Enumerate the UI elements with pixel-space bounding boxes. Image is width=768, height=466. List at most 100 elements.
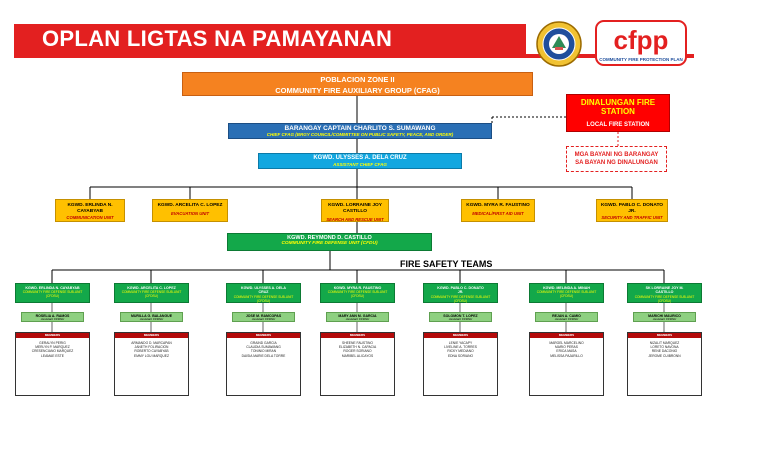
member: EMMY LOU MARQUEZ [134, 353, 169, 358]
unit-box-communication: KGWD. ERLINDA N. CAYABYAB COMMUNICATION … [55, 199, 125, 222]
unit-name: KGWD. ERLINDA N. [67, 203, 113, 208]
captain-box: BARANGAY CAPTAIN CHARLITO S. SUMAWANG CH… [228, 123, 492, 139]
unit-box-security: KGWD. PABLO C. DONATO JR. SECURITY AND T… [596, 199, 668, 222]
member: ROGER SORIANO [343, 349, 372, 354]
unit-role: COMMUNICATION UNIT [66, 215, 114, 220]
captain-role: CHIEF CFAG (BRGY COUNCIL/COMMITTEE ON PU… [266, 132, 454, 137]
team-head: KGWD. ERLINDA N. CAYABYAB COMMUNITY FIRE… [15, 283, 90, 303]
team-unit: COMMUNITY FIRE DEFENSE SUB-UNIT (CFDSU) [536, 290, 597, 299]
member: JEROME CUIBRONN [648, 353, 681, 358]
cfdu-box: KGWD. REYMOND D. CASTILLO COMMUNITY FIRE… [227, 233, 432, 251]
title-underline [14, 54, 694, 58]
member: ELIZABETH N. CAPACIA [338, 345, 377, 350]
members-header: MEMBERS [321, 333, 394, 338]
team-2: KGWD. ARCELITA C. LOPEZ COMMUNITY FIRE D… [114, 283, 189, 396]
member: LORETO NAVONA [650, 345, 679, 350]
member: GRAIND GARCIA [250, 341, 277, 345]
team-unit: COMMUNITY FIRE DEFENSE SUB-UNIT (CFDSU) [634, 294, 695, 303]
member: MELISSA PAJARILLO [550, 353, 583, 358]
team-head-name: SK LORRAINE JOY M. [645, 286, 684, 290]
members-header: MEMBERS [227, 333, 300, 338]
member: MARIBEL ALICAYOS [341, 353, 374, 358]
team-head: KGWD. ARCELITA C. LOPEZ COMMUNITY FIRE D… [114, 283, 189, 303]
team-unit: COMMUNITY FIRE DEFENSE SUB-UNIT (CFDSU) [430, 294, 491, 303]
team-4: KGWD. MYRA R. FAUSTINO COMMUNITY FIRE DE… [320, 283, 395, 396]
assistant-role: Assistant CFDSU [251, 317, 276, 321]
team-6: KGWD. MELINDA A. MINAH COMMUNITY FIRE DE… [529, 283, 604, 396]
team-5: KGWD. PABLO C. DONATO JR. COMMUNITY FIRE… [423, 283, 498, 396]
team-head-name-line2: CRUZ [258, 290, 269, 295]
member: JANETH FOLIRACION [134, 345, 169, 350]
assistant-name: MARICHI MAURICO [648, 314, 681, 318]
assistant-chief-box: KGWD. ULYSSES A. DELA CRUZ ASSISTANT CHI… [258, 153, 462, 169]
team-members: MEMBERS LENIE YACAPY LIVELINE A. TORRES … [423, 332, 498, 396]
cfdu-name: KGWD. REYMOND D. CASTILLO [287, 235, 372, 241]
assistant-chief-role: ASSISTANT CHIEF CFAG [333, 162, 387, 167]
captain-name: BARANGAY CAPTAIN CHARLITO S. SUMAWANG [284, 125, 436, 132]
team-assistant: MARICHI MAURICO Assistant CFDSU [633, 312, 696, 322]
member: EDNA SORIANO [447, 353, 474, 358]
assistant-name: SOLOMON T. LOPEZ [443, 314, 478, 318]
unit-role: MEDICAL/FIRST AID UNIT [472, 211, 524, 216]
unit-box-medical: KGWD. MYRA R. FAUSTINO MEDICAL/FIRST AID… [461, 199, 535, 222]
assistant-chief-name: KGWD. ULYSSES A. DELA CRUZ [313, 155, 407, 161]
member: MARGEL MARCELINO [549, 341, 584, 345]
members-header: MEMBERS [424, 333, 497, 338]
member: CRESENCIANO MARQUEZ [31, 349, 74, 354]
member: GERALYN PERIG [39, 341, 66, 345]
unit-role: SEARCH AND RESCUE UNIT [326, 217, 384, 222]
bayani-line1: MGA BAYANI NG BARANGAY [574, 152, 659, 158]
team-head: KGWD. ULYSSES A. DELA CRUZ COMMUNITY FIR… [226, 283, 301, 303]
team-head: KGWD. MELINDA A. MINAH COMMUNITY FIRE DE… [529, 283, 604, 303]
members-header: MEMBERS [628, 333, 701, 338]
fire-safety-teams-title: FIRE SAFETY TEAMS [400, 259, 493, 269]
team-assistant: JOSE M. RAMCOPAS Assistant CFDSU [232, 312, 295, 322]
svg-text:COMMUNITY FIRE PROTECTION PLAN: COMMUNITY FIRE PROTECTION PLAN [599, 57, 682, 62]
assistant-role: Assistant CFDSU [40, 317, 65, 321]
team-assistant: MURILLA G. BALANGUE Assistant CFDSU [120, 312, 183, 322]
title-banner [14, 24, 526, 54]
team-assistant: MARY ANN M. GARCIA Assistant CFDSU [326, 312, 389, 322]
member: LEAMAE ESTE [41, 353, 64, 358]
team-7: SK LORRAINE JOY M. CASTILLO COMMUNITY FI… [627, 283, 702, 396]
zone-name: POBLACION ZONE II [320, 75, 395, 84]
team-head-name: KGWD. MYRA R. FAUSTINO [333, 286, 382, 290]
unit-box-evacuation: KGWD. ARCELITA C. LOPEZ EVACUATION UNIT [152, 199, 228, 222]
team-members: MEMBERS ARMANDO D. MARCAPAN JANETH FOLIR… [114, 332, 189, 396]
member: ERICA MASA [556, 349, 577, 354]
team-head-name: KGWD. PABLO C. DONATO [437, 286, 484, 290]
unit-role: SECURITY AND TRAFFIC UNIT [601, 215, 663, 220]
member: MARIO PERAS [555, 345, 578, 350]
assistant-name: REJAN A. CAMIO [552, 314, 581, 318]
assistant-role: Assistant CFDSU [139, 317, 164, 321]
member: LENIE YACAPY [448, 341, 473, 345]
svg-text:cfpp: cfpp [614, 25, 669, 55]
member: RENE DACONIO [651, 349, 678, 354]
member: DAISIA MARIE DELA TORRE [241, 353, 286, 358]
unit-name: KGWD. ARCELITA C. LOPEZ [157, 203, 223, 208]
unit-role: EVACUATION UNIT [171, 211, 209, 216]
member: LIVELINE A. TORRES [444, 345, 477, 350]
assistant-role: Assistant CFDSU [448, 317, 473, 321]
members-header: MEMBERS [16, 333, 89, 338]
cfag-name: COMMUNITY FIRE AUXILIARY GROUP (CFAG) [275, 86, 440, 95]
assistant-name: MURILLA G. BALANGUE [130, 314, 173, 318]
member: CLAUDIA SUMAWANG [246, 345, 281, 350]
assistant-name: JOSE M. RAMCOPAS [245, 314, 282, 318]
assistant-role: Assistant CFDSU [554, 317, 579, 321]
bayani-box: MGA BAYANI NG BARANGAY SA BAYAN NG DINAL… [566, 146, 667, 172]
member: SHEENE FAUSTINO [342, 341, 373, 345]
team-assistant: ROSELIA A. RAMOS Assistant CFDSU [21, 312, 84, 322]
unit-box-search-rescue: KGWD. LORRAINE JOY CASTILLO SEARCH AND R… [321, 199, 389, 222]
member: TONINIO MIRAN [250, 349, 277, 354]
page-title: OPLAN LIGTAS NA PAMAYANAN [42, 26, 393, 51]
bayani-line2: SA BAYAN NG DINALUNGAN [575, 160, 658, 166]
cfdu-role: COMMUNITY FIRE DEFENSE UNIT (CFDU) [281, 241, 378, 246]
assistant-name: ROSELIA A. RAMOS [35, 314, 70, 318]
unit-name: KGWD. LORRAINE JOY CASTILLO [328, 203, 382, 214]
member: NIZALIT MARQUEZ [649, 341, 680, 345]
team-head-name: KGWD. ARCELITA C. LOPEZ [127, 286, 176, 290]
station-name-line1: DINALUNGAN FIRE [580, 98, 656, 107]
team-3: KGWD. ULYSSES A. DELA CRUZ COMMUNITY FIR… [226, 283, 301, 396]
